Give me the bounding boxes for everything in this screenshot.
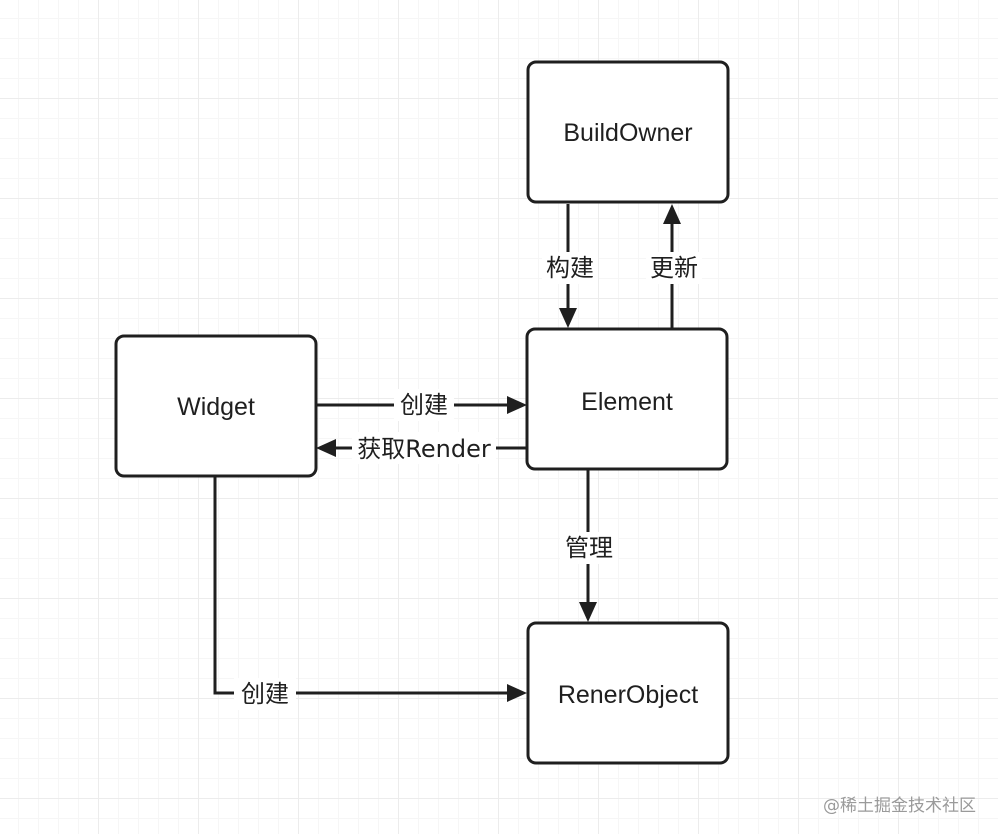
edge-label-create-render: 创建 [241,680,289,708]
edge-widget-to-render [213,476,527,702]
node-element: Element [525,327,729,471]
node-widget-label: Widget [177,393,255,421]
edge-label-build: 构建 [546,254,594,282]
edge-label-create-element: 创建 [400,391,448,419]
node-build-owner: BuildOwner [526,60,730,204]
node-render-object: RenerObject [526,621,730,765]
edge-label-manage: 管理 [565,534,613,562]
node-element-label: Element [581,388,673,416]
watermark: @稀土掘金技术社区 [823,796,976,816]
node-render-object-label: RenerObject [558,681,698,709]
node-widget: Widget [114,334,318,478]
edge-label-update: 更新 [650,254,698,282]
edge-label-get-render: 获取Render [357,435,491,463]
node-build-owner-label: BuildOwner [563,119,692,147]
